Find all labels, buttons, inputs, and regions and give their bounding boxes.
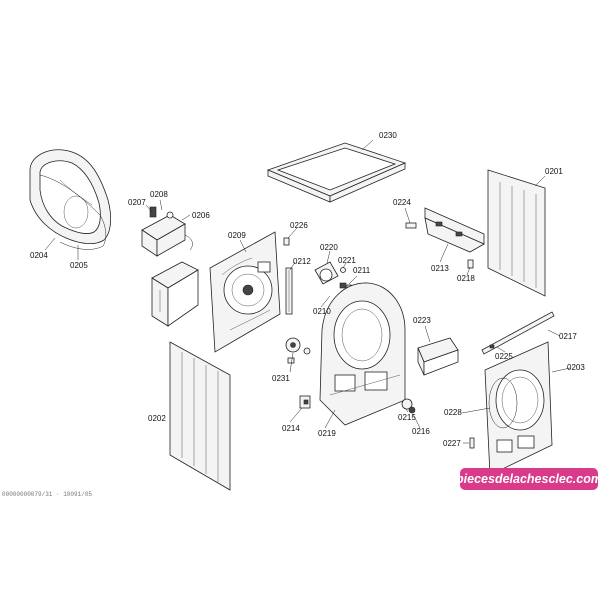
drawing-code: 00000000079/31 · 10091/05	[2, 491, 92, 498]
leader-0220	[326, 250, 331, 264]
label-0219: 0219	[318, 429, 336, 438]
leader-0206	[181, 214, 191, 221]
part-cover-0220	[314, 261, 339, 285]
part-bracket	[151, 261, 199, 327]
part-top-cover	[266, 142, 407, 203]
label-0224: 0224	[393, 198, 411, 207]
part-0226	[283, 237, 290, 246]
label-0208: 0208	[150, 190, 168, 199]
label-0213: 0213	[431, 264, 449, 273]
label-0203: 0203	[567, 363, 585, 372]
label-0225: 0225	[495, 352, 513, 361]
leader-0213	[439, 243, 449, 263]
leader-0212	[289, 261, 296, 271]
part-0227	[469, 437, 475, 449]
leader-0228	[461, 407, 491, 414]
part-0224	[405, 222, 417, 229]
label-0206: 0206	[192, 211, 210, 220]
leader-0214	[289, 407, 303, 423]
leader-0204	[44, 237, 56, 251]
leader-0207	[145, 204, 153, 213]
leader-0217	[547, 329, 561, 337]
label-0216: 0216	[412, 427, 430, 436]
leader-0221	[342, 262, 347, 269]
label-0221: 0221	[338, 256, 356, 265]
part-filter-0223	[417, 337, 459, 376]
part-clip-0214	[299, 395, 311, 409]
leader-0219	[324, 409, 336, 429]
label-0223: 0223	[413, 316, 431, 325]
leader-0201	[534, 175, 546, 187]
leader-0210	[320, 295, 331, 308]
leader-0230	[361, 139, 374, 151]
part-0221	[340, 267, 346, 273]
leader-0218	[466, 266, 471, 276]
leader-0231	[289, 352, 294, 373]
leader-0211	[348, 275, 358, 285]
label-0207: 0207	[128, 198, 146, 207]
label-0209: 0209	[228, 231, 246, 240]
watermark-logo: piecesdelachesclec.com	[455, 468, 600, 490]
label-0228: 0228	[444, 408, 462, 417]
leader-0215	[404, 407, 409, 413]
part-bracket-0213	[424, 207, 485, 253]
part-knob-0216	[401, 398, 416, 414]
part-side-panel-left	[169, 341, 231, 491]
leader-0208	[159, 199, 163, 211]
watermark-background	[460, 468, 598, 490]
label-0205: 0205	[70, 261, 88, 270]
leader-0226	[287, 227, 298, 239]
label-0215: 0215	[398, 413, 416, 422]
label-0217: 0217	[559, 332, 577, 341]
part-control-module	[141, 206, 193, 257]
part-door-gasket	[29, 149, 112, 244]
part-front-frame-0219	[319, 282, 406, 426]
label-0211: 0211	[353, 266, 371, 275]
part-side-panel-right	[487, 169, 546, 297]
leader-0224	[404, 207, 411, 224]
label-0227: 0227	[443, 439, 461, 448]
part-rear-panel	[209, 231, 281, 353]
part-front-panel-0203	[484, 341, 553, 476]
part-pulley-0231	[285, 337, 311, 364]
label-0212: 0212	[293, 257, 311, 266]
part-0218	[467, 259, 474, 269]
label-0231: 0231	[272, 374, 290, 383]
leader-0203	[551, 367, 571, 373]
leader-0216	[412, 413, 421, 429]
label-0226: 0226	[290, 221, 308, 230]
part-seal-0228	[488, 377, 518, 429]
label-0218: 0218	[457, 274, 475, 283]
label-0201: 0201	[545, 167, 563, 176]
part-heater-0212	[285, 267, 293, 315]
label-0214: 0214	[282, 424, 300, 433]
label-0204: 0204	[30, 251, 48, 260]
leader-0225	[496, 346, 506, 353]
part-rail-0225	[481, 311, 555, 355]
label-0220: 0220	[320, 243, 338, 252]
leader-0223	[424, 325, 431, 343]
watermark-text: piecesdelachesclec.com	[455, 472, 600, 486]
part-wire-0205	[39, 174, 107, 250]
label-0230: 0230	[379, 131, 397, 140]
label-0210: 0210	[313, 307, 331, 316]
label-0202: 0202	[148, 414, 166, 423]
leader-0209	[239, 239, 247, 253]
